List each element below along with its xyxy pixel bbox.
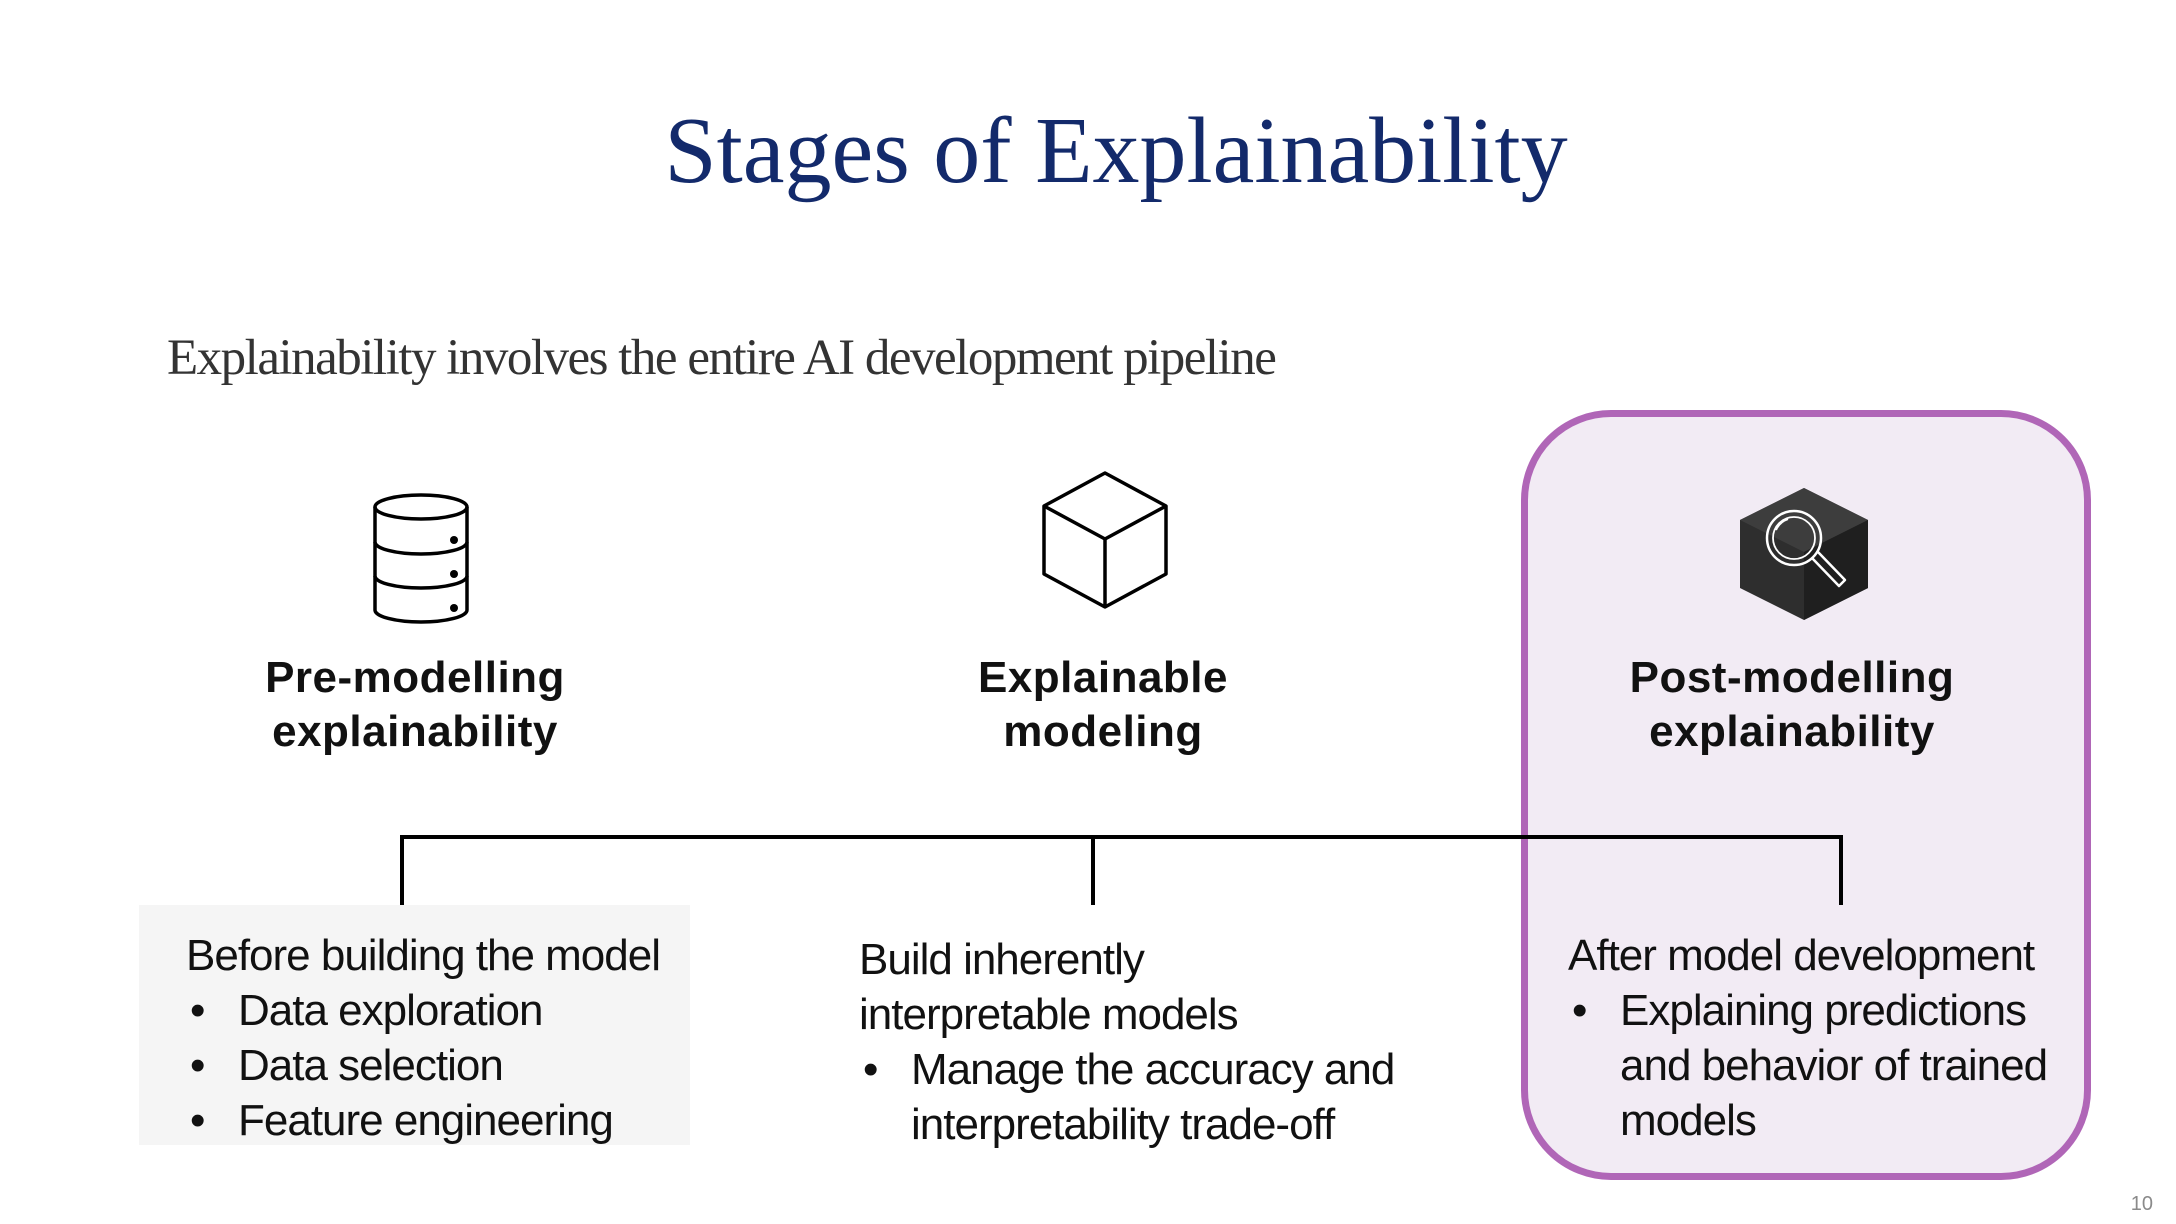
- description-post-modelling: After model development Explaining predi…: [1568, 928, 2068, 1148]
- slide-subtitle: Explainability involves the entire AI de…: [167, 330, 1277, 386]
- connector-right: [1839, 835, 1843, 905]
- page-number: 10: [2130, 1193, 2153, 1215]
- list-item: Explaining predictions and behavior of t…: [1568, 983, 2068, 1148]
- stage-label-pre-modelling: Pre-modelling explainability: [265, 653, 565, 756]
- list-item: Manage the accuracy and interpretability…: [859, 1042, 1419, 1152]
- list-item: Data selection: [186, 1038, 706, 1093]
- list-item: Feature engineering: [186, 1093, 706, 1148]
- description-pre-modelling: Before building the model Data explorati…: [186, 928, 706, 1148]
- connector-middle: [1091, 835, 1095, 905]
- database-icon: [373, 493, 469, 624]
- description-explainable-modeling: Build inherently interpretable models Ma…: [859, 932, 1419, 1152]
- connector-horizontal: [400, 835, 1843, 839]
- cube-icon: [1042, 471, 1168, 609]
- slide-title: Stages of Explainability: [664, 99, 1568, 203]
- stage-label-explainable-modeling: Explainable modeling: [977, 653, 1229, 756]
- list-item: Data exploration: [186, 983, 706, 1038]
- stage-label-post-modelling: Post-modelling explainability: [1629, 653, 1955, 756]
- connector-left: [400, 835, 404, 905]
- magnifier-cube-icon: [1740, 488, 1868, 620]
